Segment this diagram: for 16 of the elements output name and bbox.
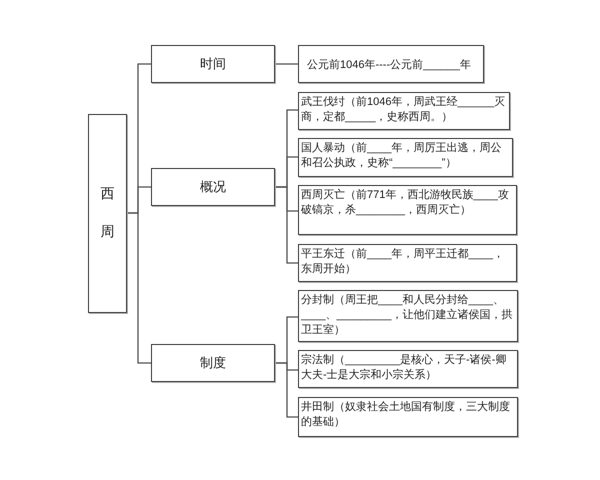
category-box: 时间: [151, 45, 275, 83]
topic-box: 西周: [88, 114, 127, 313]
note-box: 井田制（奴隶社会土地国有制度，三大制度的基础）: [298, 397, 518, 437]
note-box: 西周灭亡（前771年，西北游牧民族____攻破镐京，杀________，西周灭亡）: [298, 185, 517, 235]
category-box: 概况: [151, 168, 275, 206]
note-box: 宗法制（_________是核心，天子-诸侯-卿大夫-士是大宗和小宗关系）: [298, 350, 518, 388]
note-box: 公元前1046年----公元前______年: [298, 45, 484, 83]
connector-line: [275, 63, 298, 65]
note-box: 分封制（周王把____和人民分封给____、____、_________，让他们建立诸侯国，拱卫王室）: [298, 290, 518, 342]
note-box: 国人暴动（前____年，周厉王出逃，周公和召公执政，史称“________”）: [298, 138, 513, 177]
connector-line: [127, 212, 151, 364]
note-box: 武王伐纣（前1046年，周武王经______灭商，定都_____，史称西周。）: [298, 92, 510, 130]
connector-line: [275, 186, 298, 264]
note-box: 平王东迁（前____年，周平王迁都____，东周开始）: [298, 244, 517, 282]
category-box: 制度: [151, 344, 275, 382]
connector-line: [275, 362, 298, 418]
